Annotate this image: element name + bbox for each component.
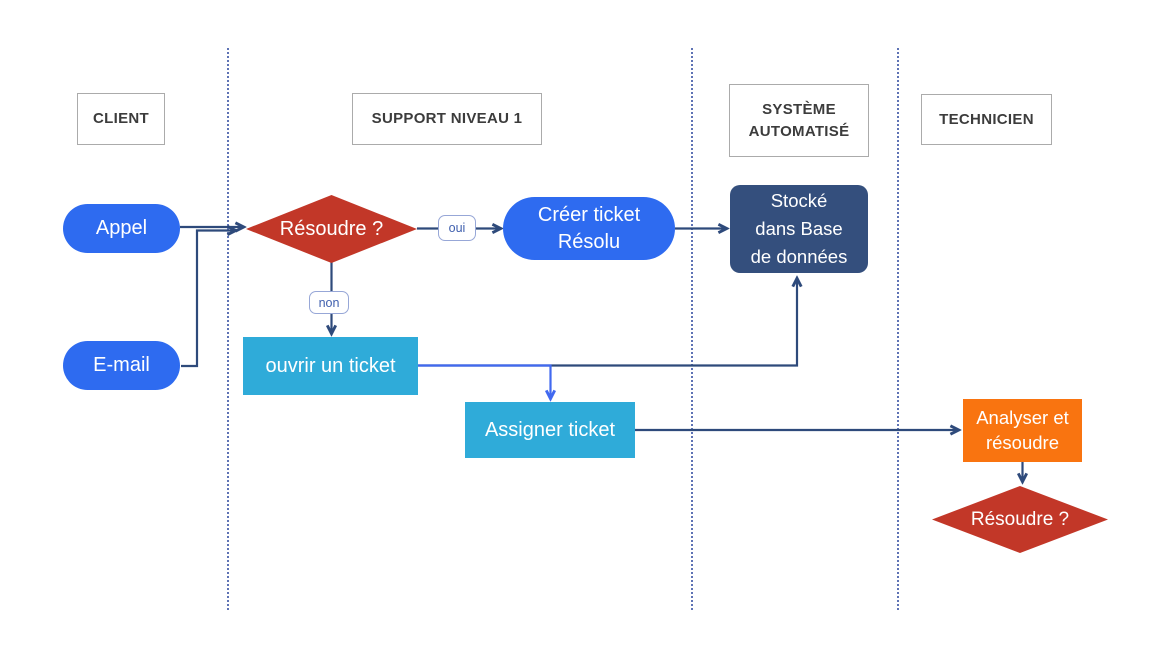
node-label: Appel (95, 217, 148, 240)
node-label-line: Stocké (770, 190, 828, 212)
lane-header-support-niveau-1: SUPPORT NIVEAU 1 (352, 93, 542, 145)
node-label: Résoudre ? (970, 508, 1070, 530)
node-label-line: dans Base (755, 218, 843, 240)
lane-header-label: SYSTÈME AUTOMATISÉ (748, 100, 850, 140)
node-ouvrir-un-ticket: ouvrir un ticket (243, 337, 418, 395)
node-email: E-mail (63, 341, 180, 390)
node-label-line: de données (750, 245, 848, 267)
lane-separator (691, 48, 693, 610)
lane-separator (227, 48, 229, 610)
node-label: E-mail (93, 354, 150, 377)
lane-separator (897, 48, 899, 610)
lane-header-label: SUPPORT NIVEAU 1 (371, 110, 523, 128)
edge-label-text: non (318, 295, 340, 310)
node-label: Assigner ticket (484, 418, 616, 441)
lane-header-client: CLIENT (77, 93, 165, 145)
node-label-line: Analyser et (976, 407, 1069, 429)
connector-ouvrir-stocke (417, 280, 797, 367)
lane-header-label: TECHNICIEN (939, 110, 1034, 128)
edge-label-text: oui (448, 221, 466, 235)
edge-label-non: non (309, 291, 349, 314)
lane-header-label: CLIENT (93, 110, 149, 128)
node-assigner-ticket: Assigner ticket (465, 402, 635, 458)
connector-ouvrir-assigner (417, 364, 551, 398)
connector-email-resoudre (181, 231, 234, 368)
node-label: ouvrir un ticket (265, 354, 396, 377)
edge-label-oui: oui (438, 215, 476, 241)
lane-header-technicien: TECHNICIEN (921, 94, 1052, 145)
node-label-line: Créer ticket (537, 204, 641, 227)
node-analyser-et-resoudre: Analyser et résoudre (963, 399, 1082, 462)
node-label-line: résoudre (985, 431, 1059, 453)
lane-header-systeme-automatise: SYSTÈME AUTOMATISÉ (729, 84, 869, 157)
node-label-line: Résolu (557, 230, 621, 253)
node-label: Résoudre ? (279, 217, 384, 240)
node-stocke-base-de-donnees: Stocké dans Base de données (730, 185, 868, 273)
node-creer-ticket-resolu: Créer ticket Résolu (503, 197, 675, 260)
node-appel: Appel (63, 204, 180, 253)
